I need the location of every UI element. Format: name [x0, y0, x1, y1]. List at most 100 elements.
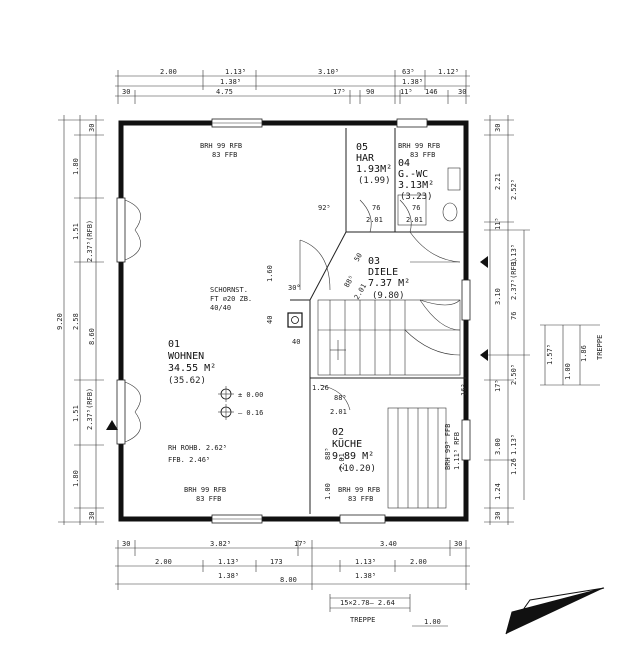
brh-wc-line1: BRH 99 RFB	[398, 142, 440, 150]
doors	[299, 199, 461, 411]
room-height-1: RH ROHB. 2.62⁵	[168, 444, 227, 452]
brh-kue-line1: BRH 99 RFB	[338, 486, 380, 494]
room-gwc-area: 3.13M²	[398, 180, 434, 191]
dim-100: 1.00	[324, 483, 332, 500]
top-dim-r2-4: 90	[366, 88, 374, 96]
room-wohnen-number: 01	[168, 339, 180, 350]
bottom-dim-r1-1: 30	[122, 540, 130, 548]
top-dim-2: 1.13⁵	[225, 68, 246, 76]
room-har-number: 05	[356, 142, 368, 153]
dim-92: 92⁵	[318, 204, 331, 212]
left-dim-a2: 1.80	[72, 158, 80, 175]
room-wohnen-area: 34.55 M²	[168, 363, 216, 374]
left-dim-a3: 1.51	[72, 223, 80, 240]
brh-wc-line2: 83 FFB	[410, 151, 435, 159]
right-dim-a8: 30	[494, 512, 502, 520]
left-dim-total: 9.20	[56, 313, 64, 330]
brh-kue-line2: 83 FFB	[348, 495, 373, 503]
chimney-label-2: FT ⌀20 ZB.	[210, 295, 252, 303]
dim-76a: 76	[372, 204, 380, 212]
right-dim-a6: 3.00	[494, 438, 502, 455]
room-kueche-number: 02	[332, 427, 344, 438]
outer-walls	[118, 120, 469, 522]
room-kueche-sub: (10.20)	[338, 464, 376, 474]
bottom-dim-r2-2: 1.13⁵	[218, 558, 239, 566]
dim-201d: 2.01	[353, 282, 368, 301]
left-dim-b2: 8.60	[88, 328, 96, 345]
top-dim-r2-5: 11⁵	[400, 88, 413, 96]
dim-885a: 88⁵	[334, 394, 347, 402]
left-dim-a5: 1.51	[72, 405, 80, 422]
dim-201a: 2.01	[366, 216, 383, 224]
window-casements	[124, 199, 141, 443]
right-dim-b5: 1.13⁵	[510, 434, 518, 455]
top-dim-r2-2: 4.75	[216, 88, 233, 96]
right-dim-c1: 76	[510, 312, 518, 320]
right-dim-b3: 2.37⁵(RFB)	[510, 258, 518, 300]
windows	[116, 118, 471, 524]
room-wohnen-name: WOHNEN	[168, 351, 204, 362]
bottom-dim-r2b-1: 1.38⁵	[218, 572, 239, 580]
room-har-area: 1.93M²	[356, 164, 392, 175]
bottom-dim-r1-2: 3.82⁵	[210, 540, 231, 548]
bottom-dim-r2b-2: 1.38⁵	[355, 572, 376, 580]
left-dim-a6: 1.80	[72, 470, 80, 487]
chimney	[287, 312, 303, 328]
north-arrow-icon	[505, 587, 605, 635]
right-dim-a7: 1.24	[494, 483, 502, 500]
bottom-dim-r1-4: 3.40	[380, 540, 397, 548]
top-dim-1b: 1.38⁵	[220, 78, 241, 86]
chimney-label-3: 40/40	[210, 304, 231, 312]
left-dimension-chain: 9.20 30 1.80 1.51 2.58 1.51 1.80 30 2.37…	[56, 115, 104, 525]
brh-top-line1: BRH 99 RFB	[200, 142, 242, 150]
chimney-label-1: SCHORNST.	[210, 286, 248, 294]
right-dim-c3: 1.00	[564, 363, 572, 380]
top-dim-4: 63⁵	[402, 68, 415, 76]
right-dim-a2: 2.21	[494, 173, 502, 190]
left-dim-b3: 2.37⁵(RFB)	[86, 388, 94, 430]
right-dimension-chain: 30 2.21 11⁵ 3.10 17⁵ 3.00 1.24 30 2.52⁵ …	[484, 115, 604, 525]
top-dim-3: 3.10⁵	[318, 68, 339, 76]
bottom-dim-r2-1: 2.00	[155, 558, 172, 566]
room-gwc-sub: (3.23)	[400, 192, 433, 202]
top-dim-r2-7: 30	[458, 88, 466, 96]
room-wohnen-sub: (35.62)	[168, 376, 206, 386]
top-dim-1c: 1.38⁵	[402, 78, 423, 86]
dim-201b: 2.01	[406, 216, 423, 224]
room-har-name: HAR	[356, 153, 375, 164]
right-dim-a4: 3.10	[494, 288, 502, 305]
room-har: 05 HAR 1.93M² (1.99)	[356, 142, 392, 186]
bottom-dim-r2-4: 1.13⁵	[355, 558, 376, 566]
stair-width: 1.00	[424, 618, 441, 626]
top-dim-r2-3: 17⁵	[333, 88, 346, 96]
room-gwc-number: 04	[398, 158, 410, 169]
right-dim-treppe: TREPPE	[596, 335, 604, 360]
top-dim-r2-1: 30	[122, 88, 130, 96]
dim-885b: 88⁵	[343, 274, 356, 289]
right-dim-b2: 1.13⁵	[510, 244, 518, 265]
annotations: BRH 99 RFB 83 FFB BRH 99 RFB 83 FFB BRH …	[168, 142, 468, 503]
bottom-dim-r1-5: 30	[454, 540, 462, 548]
room-gwc-name: G.-WC	[398, 169, 428, 180]
room-kueche-name: KÜCHE	[332, 437, 362, 450]
room-diele: 03 DIELE 7.37 M² (9.80)	[368, 256, 410, 301]
right-dim-b6: 1.26	[510, 458, 518, 475]
right-dim-a5: 17⁵	[494, 379, 502, 392]
room-gwc: 04 G.-WC 3.13M² (3.23)	[398, 158, 434, 202]
right-dim-c4: 1.86	[580, 345, 588, 362]
bottom-dim-r1-3: 17⁵	[294, 540, 307, 548]
brh-kue-side-2: 1.11⁵ RFB	[453, 432, 461, 470]
top-dimension-chain: 2.00 1.13⁵ 3.10⁵ 63⁵ 1.12⁵ 1.38⁵ 1.38⁵ 3…	[115, 68, 470, 104]
right-dim-b4: 2.50⁵	[510, 364, 518, 385]
dim-50: 50	[353, 252, 364, 263]
dim-885c: 88⁵	[324, 447, 332, 460]
stair-label: TREPPE	[350, 616, 375, 624]
top-dim-1: 2.00	[160, 68, 177, 76]
room-diele-area: 7.37 M²	[368, 278, 410, 289]
dim-40a: 40	[266, 316, 274, 324]
brh-kue-side-1: BRH 99⁵ FFB	[444, 424, 452, 470]
brh-top-line2: 83 FFB	[212, 151, 237, 159]
stair-note: 15×2.78– 2.64 TREPPE 1.00	[329, 594, 448, 627]
room-diele-name: DIELE	[368, 267, 398, 278]
